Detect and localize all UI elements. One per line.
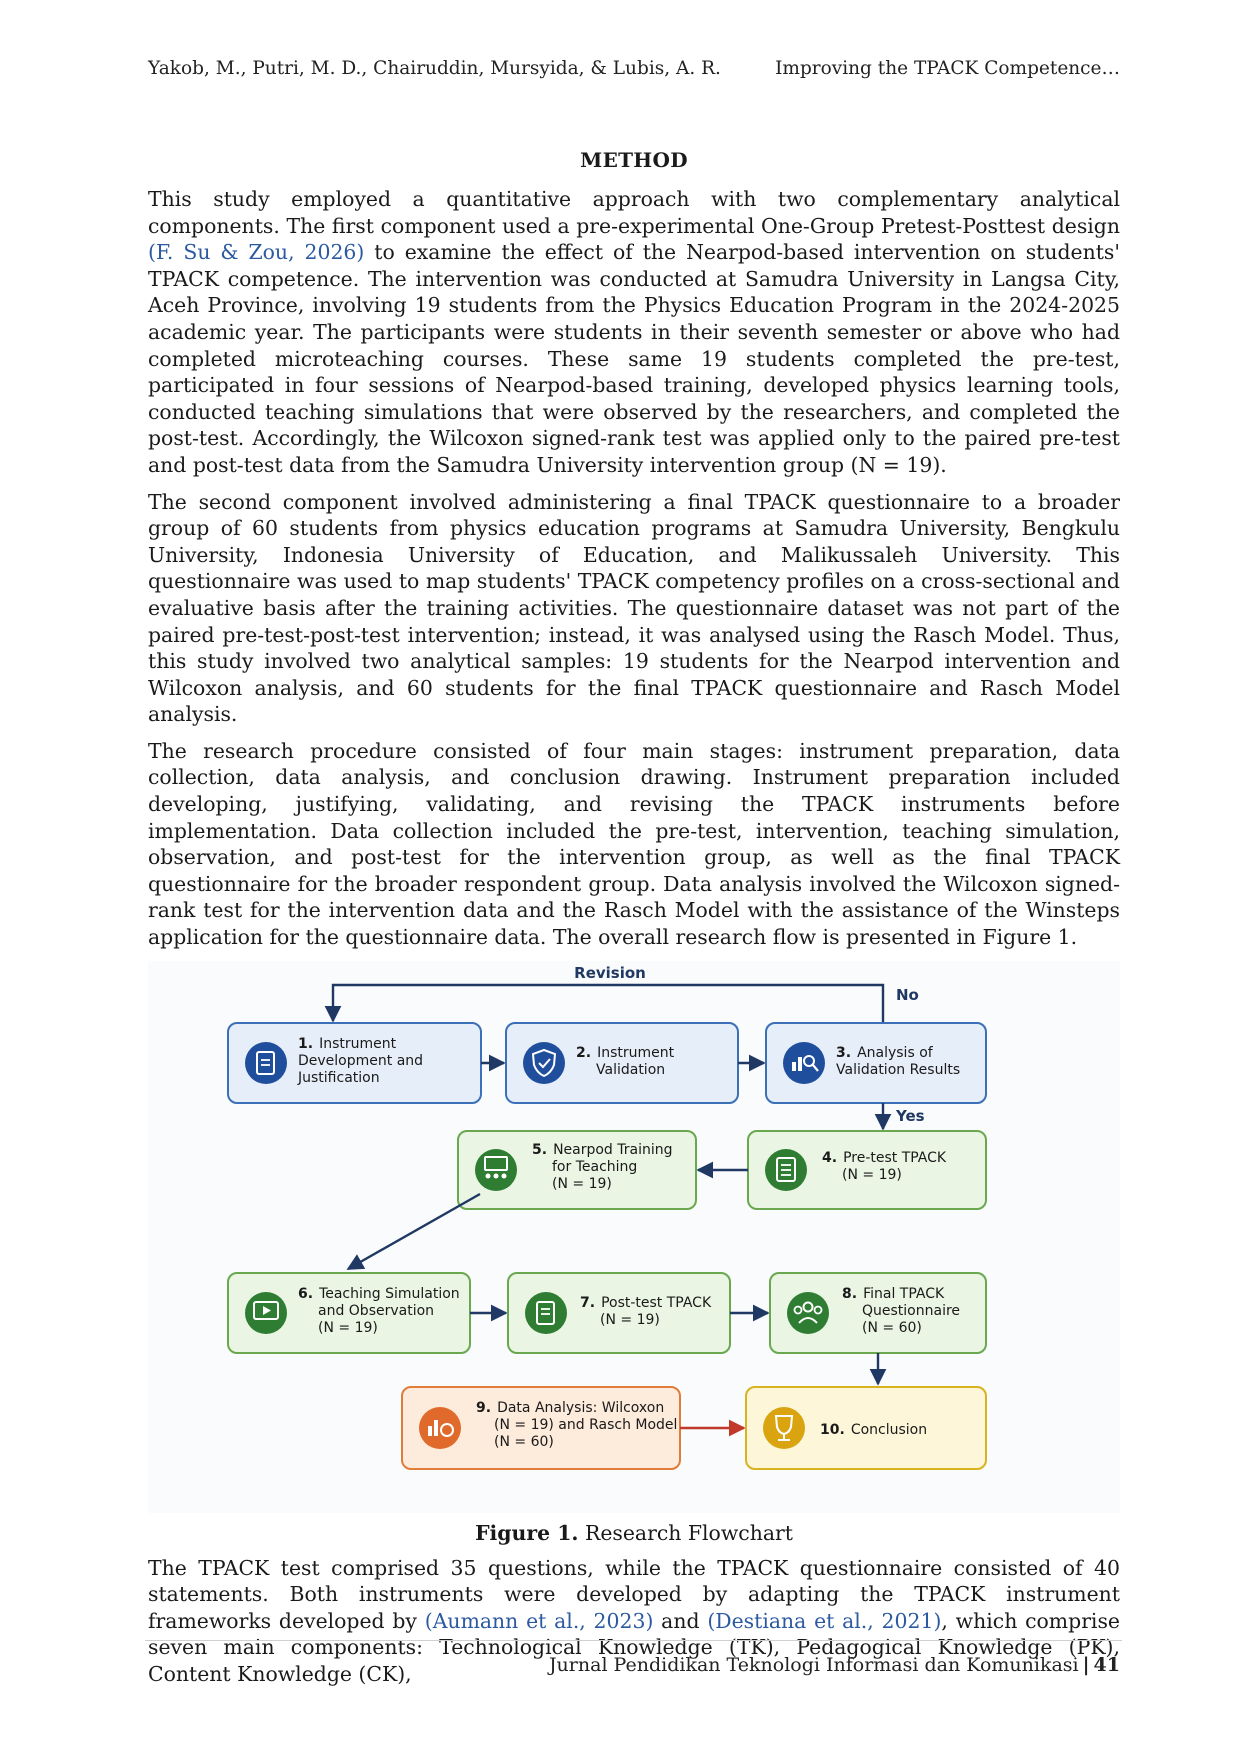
figure-caption-text: Research Flowchart: [578, 1520, 793, 1545]
arrow-5-6: [346, 1192, 481, 1270]
paragraph-4: The TPACK test comprised 35 questions, w…: [148, 1555, 1120, 1688]
step-3-line-2: Validation Results: [836, 1062, 960, 1078]
step-2-line-2: Validation: [596, 1062, 665, 1078]
step-5-num: 5.: [532, 1142, 547, 1158]
paragraph-1-text-b: to examine the effect of the Nearpod-bas…: [148, 240, 1121, 477]
step-10-line-1: Conclusion: [851, 1422, 927, 1438]
clipboard-edit-icon: [525, 1291, 567, 1334]
step-7-line-2: (N = 19): [600, 1312, 660, 1328]
clipboard-edit-icon: [245, 1041, 287, 1084]
svg-text:1.Instrument: 1. Instrument: [298, 1036, 397, 1052]
step-4-num: 4.: [822, 1150, 837, 1166]
svg-text:4.Pre-test TPACK: 4. Pre-test TPACK: [822, 1150, 947, 1166]
step-8-num: 8.: [842, 1286, 857, 1302]
step-1-line-2: Development and: [298, 1053, 423, 1069]
step-9-num: 9.: [476, 1400, 491, 1416]
paragraph-3: The research procedure consisted of four…: [148, 738, 1120, 950]
paragraph-4-text-a: The TPACK test comprised 35 questions, w…: [148, 1555, 1120, 1633]
citation-link[interactable]: (Aumann et al., 2023): [424, 1608, 654, 1633]
svg-text:3.Analysis of: 3. Analysis of: [836, 1045, 934, 1061]
header-short-title: Improving the TPACK Competence…: [775, 58, 1120, 79]
step-9-line-3: (N = 60): [494, 1434, 554, 1450]
page-content: METHOD This study employed a quantitativ…: [148, 148, 1120, 1698]
step-3-num: 3.: [836, 1045, 851, 1061]
step-6-line-1: Teaching Simulation: [318, 1286, 460, 1302]
footer-divider: [145, 1640, 1122, 1641]
svg-text:2.Instrument: 2. Instrument: [576, 1045, 675, 1061]
step-8-line-3: (N = 60): [862, 1320, 922, 1336]
step-2-line-1: Instrument: [597, 1045, 675, 1061]
flowchart-svg: Revision No 1. Instrument Development and…: [148, 960, 1120, 1513]
step-6-num: 6.: [298, 1286, 313, 1302]
section-title: METHOD: [580, 148, 688, 172]
step-2-num: 2.: [576, 1045, 591, 1061]
svg-text:9.Data Analysis: Wilcoxon: 9. Data Analysis: Wilcoxon: [476, 1400, 664, 1416]
svg-text:5.Nearpod Training: 5. Nearpod Training: [532, 1142, 673, 1158]
header-authors: Yakob, M., Putri, M. D., Chairuddin, Mur…: [148, 58, 721, 79]
research-flowchart: Revision No 1. Instrument Development and…: [148, 960, 1120, 1513]
no-label: No: [896, 986, 919, 1004]
step-4-line-1: Pre-test TPACK: [843, 1150, 947, 1166]
page-footer: Jurnal Pendidikan Teknologi Informasi da…: [549, 1654, 1120, 1676]
trophy-icon: [763, 1406, 805, 1449]
shield-check-icon: [523, 1041, 565, 1084]
revision-label: Revision: [574, 964, 646, 982]
step-8-line-1: Final TPACK: [863, 1286, 945, 1302]
step-10-num: 10.: [820, 1422, 845, 1438]
people-group-icon: [787, 1291, 829, 1334]
citation-link[interactable]: (Destiana et al., 2021): [707, 1608, 942, 1633]
yes-label: Yes: [895, 1107, 925, 1125]
step-5-line-1: Nearpod Training: [553, 1142, 672, 1158]
paragraph-4-text-mid: and: [653, 1608, 708, 1633]
revision-loop-arrow: [324, 983, 885, 1056]
figure-caption-label: Figure 1.: [475, 1520, 579, 1545]
step-1-line-3: Justification: [297, 1070, 380, 1086]
paragraph-2: The second component involved administer…: [148, 489, 1120, 727]
step-7-line-1: Post-test TPACK: [601, 1295, 712, 1311]
running-header: Yakob, M., Putri, M. D., Chairuddin, Mur…: [148, 58, 1120, 84]
step-3-line-1: Analysis of: [857, 1045, 934, 1061]
step-1-line-1: Instrument: [319, 1036, 397, 1052]
footer-journal: Jurnal Pendidikan Teknologi Informasi da…: [548, 1654, 1079, 1676]
paragraph-4-text-b: , which comprise seven main components: …: [148, 1608, 1120, 1686]
page-number: 41: [1093, 1654, 1120, 1676]
footer-separator: |: [1082, 1654, 1090, 1676]
step-9-line-2: (N = 19) and Rasch Model: [494, 1417, 677, 1433]
step-5-box: [457, 1129, 697, 1210]
step-8-line-2: Questionnaire: [862, 1303, 960, 1319]
step-9-line-1: Data Analysis: Wilcoxon: [497, 1400, 664, 1416]
svg-text:7.Post-test TPACK: 7. Post-test TPACK: [580, 1295, 712, 1311]
paragraph-1-text-a: This study employed a quantitative appro…: [148, 187, 1120, 238]
paragraph-1: This study employed a quantitative appro…: [148, 186, 1120, 479]
svg-text:8.Final TPACK: 8. Final TPACK: [842, 1286, 945, 1302]
bar-pie-chart-icon: [419, 1406, 461, 1449]
step-1-num: 1.: [298, 1036, 313, 1052]
step-5-line-3: (N = 19): [552, 1176, 612, 1192]
step-6-line-2: and Observation: [318, 1303, 434, 1319]
svg-text:6.Teaching Simulation: 6. Teaching Simulation: [298, 1286, 460, 1302]
step-6-line-3: (N = 19): [318, 1320, 378, 1336]
step-3-box: [765, 1021, 987, 1104]
svg-text:10.Conclusion: 10. Conclusion: [820, 1422, 927, 1438]
figure-caption: Figure 1. Research Flowchart: [148, 1521, 1120, 1545]
citation-link[interactable]: (F. Su & Zou, 2026): [148, 240, 365, 265]
step-7-num: 7.: [580, 1295, 595, 1311]
step-10-box: [745, 1385, 987, 1470]
step-4-line-2: (N = 19): [842, 1167, 902, 1183]
step-5-line-2: for Teaching: [552, 1159, 637, 1175]
